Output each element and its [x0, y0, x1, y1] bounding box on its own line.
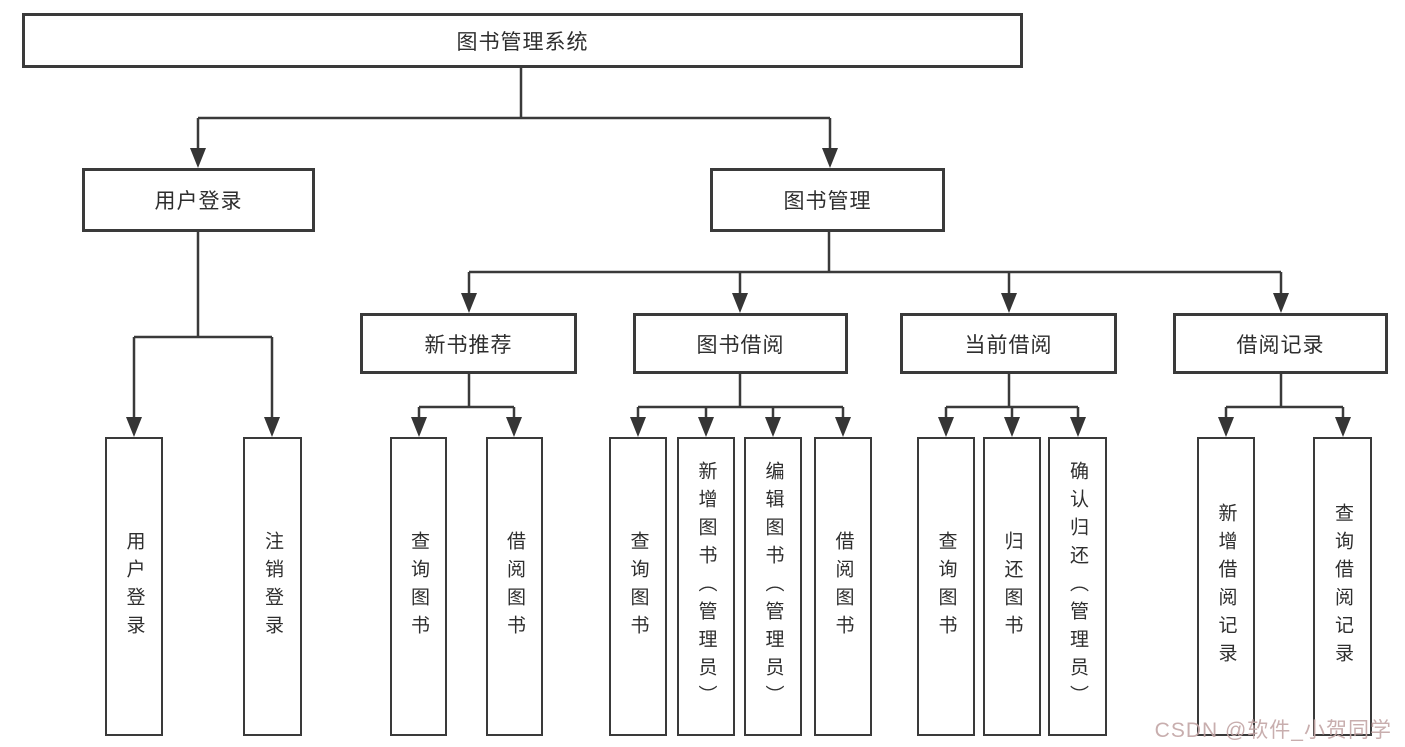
leaf-label: 用户登录	[123, 530, 145, 643]
leaf-label: 借阅图书	[832, 530, 854, 643]
leaf-query-borrow-record: 查询借阅记录	[1313, 437, 1372, 736]
leaf-confirm-return-admin: 确认归还（管理员）	[1048, 437, 1107, 736]
leaf-label: 编辑图书（管理员）	[762, 460, 784, 713]
leaf-label: 注销登录	[262, 530, 283, 643]
node-current-borrow: 当前借阅	[900, 313, 1117, 374]
leaf-label: 新增图书（管理员）	[695, 460, 717, 713]
leaf-label: 查询图书	[935, 530, 957, 643]
leaf-query-books-current: 查询图书	[917, 437, 975, 736]
leaf-label: 查询图书	[627, 530, 649, 643]
leaf-add-books-admin: 新增图书（管理员）	[677, 437, 735, 736]
leaf-logout: 注销登录	[243, 437, 302, 736]
leaf-edit-books-admin: 编辑图书（管理员）	[744, 437, 802, 736]
leaf-borrow-books: 借阅图书	[814, 437, 872, 736]
leaf-label: 确认归还（管理员）	[1067, 460, 1088, 713]
leaf-label: 查询借阅记录	[1332, 502, 1353, 671]
node-borrow-records: 借阅记录	[1173, 313, 1388, 374]
leaf-label: 归还图书	[1001, 530, 1023, 643]
csdn-watermark: CSDN @软件_小贺同学	[1154, 719, 1392, 742]
node-user-login: 用户登录	[82, 168, 315, 232]
node-new-book-recommend: 新书推荐	[360, 313, 577, 374]
leaf-query-books-borrow: 查询图书	[609, 437, 667, 736]
node-book-management: 图书管理	[710, 168, 945, 232]
leaf-borrow-books-newbook: 借阅图书	[486, 437, 543, 736]
leaf-user-login: 用户登录	[105, 437, 163, 736]
leaf-query-books-newbook: 查询图书	[390, 437, 447, 736]
leaf-return-books: 归还图书	[983, 437, 1041, 736]
leaf-label: 查询图书	[408, 530, 429, 643]
node-library-management-system: 图书管理系统	[22, 13, 1023, 68]
leaf-label: 借阅图书	[504, 530, 525, 643]
leaf-label: 新增借阅记录	[1215, 502, 1237, 671]
leaf-add-borrow-record: 新增借阅记录	[1197, 437, 1255, 736]
node-book-borrow: 图书借阅	[633, 313, 848, 374]
